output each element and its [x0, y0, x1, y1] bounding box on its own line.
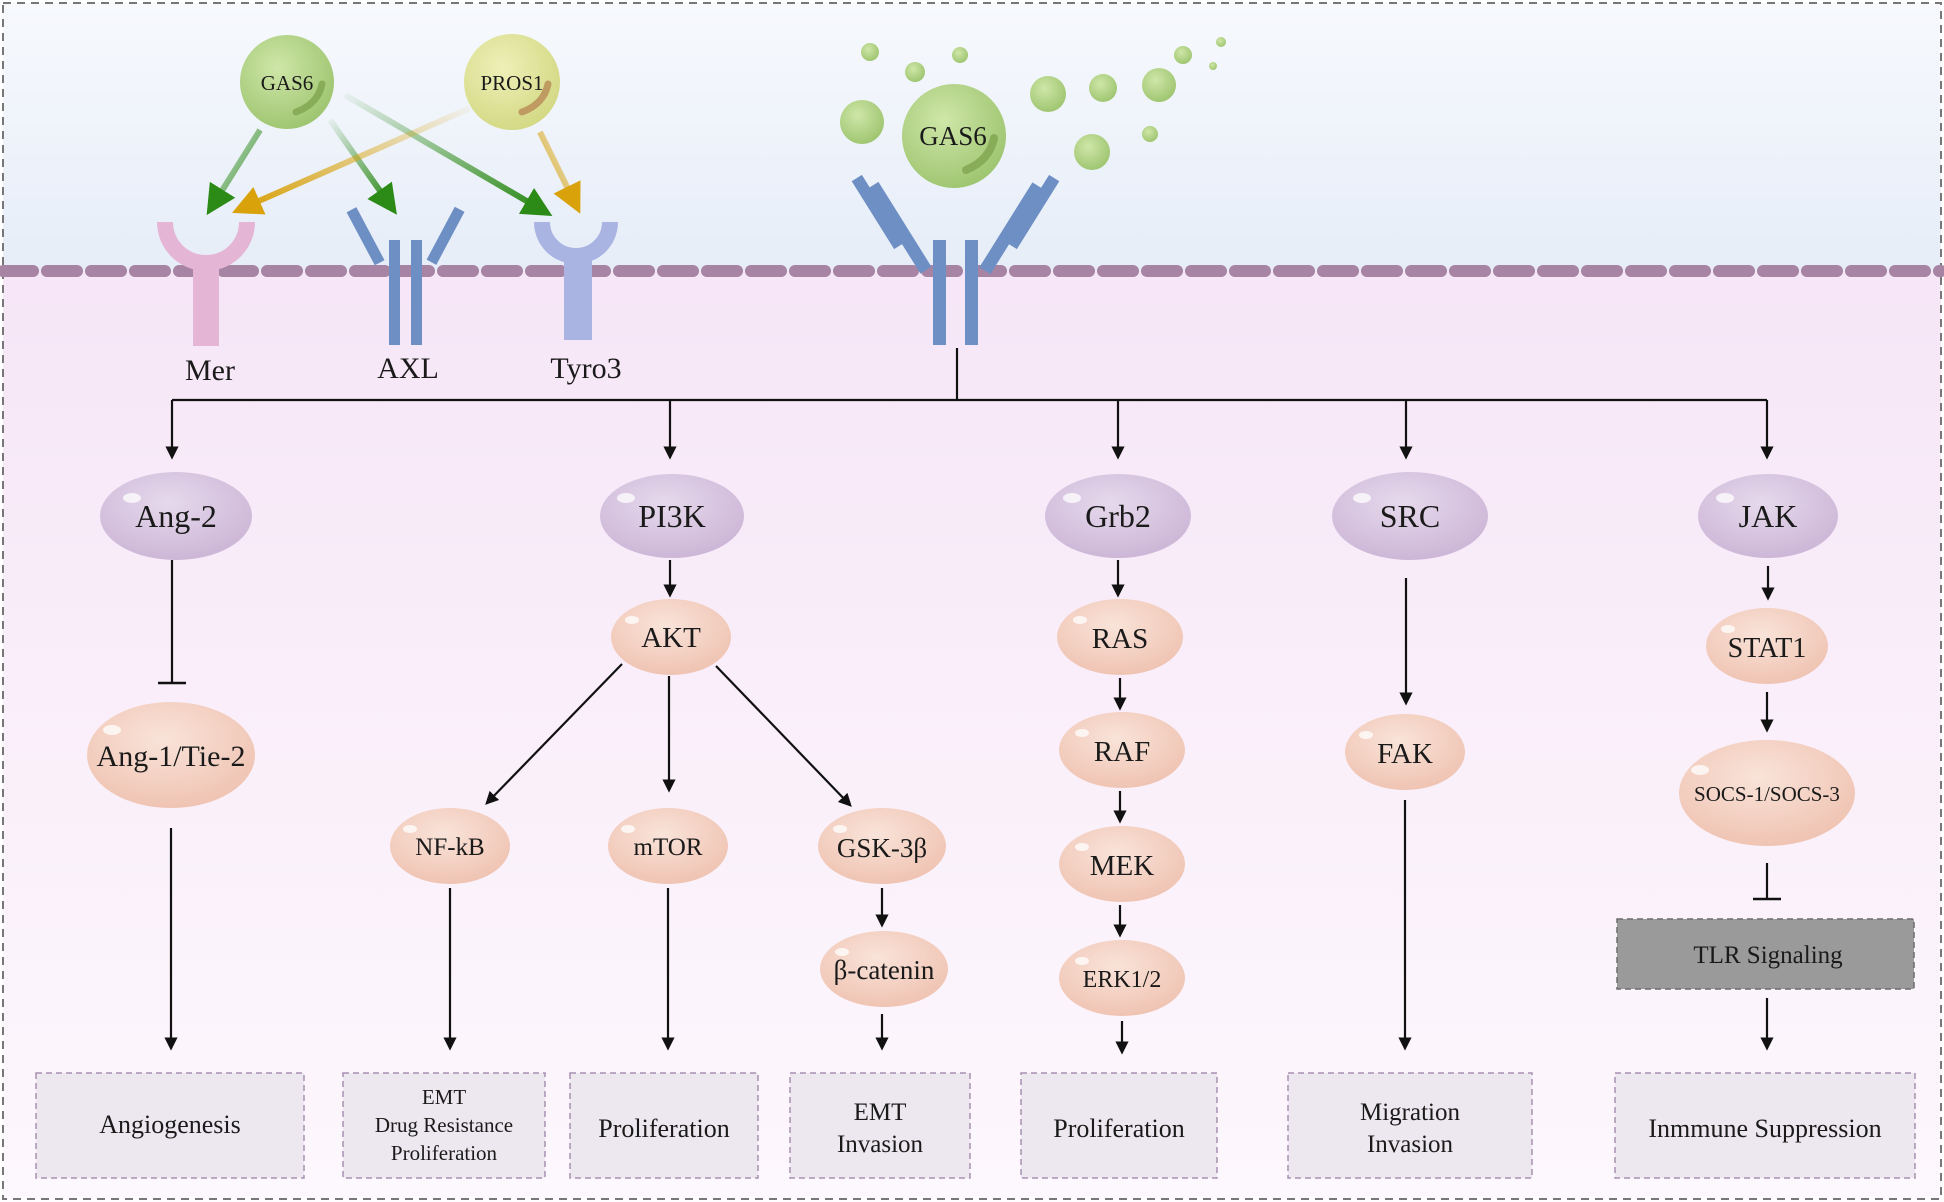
src-label: SRC: [1380, 498, 1440, 534]
akt-label: AKT: [641, 622, 701, 654]
axl-label: AXL: [377, 352, 439, 385]
grb2-outcome-label: Proliferation: [1053, 1114, 1184, 1143]
src-outcome-box: [1287, 1072, 1533, 1179]
pathway-connectors: [165, 348, 1774, 460]
pros1-ligand: PROS1: [464, 34, 560, 130]
ras-label: RAS: [1092, 623, 1148, 655]
tyro3-receptor: Tyro3: [534, 221, 622, 385]
gsk3b-label: GSK-3β: [837, 833, 927, 863]
mer-label: Mer: [185, 354, 235, 387]
ang2-label: Ang-2: [135, 498, 217, 534]
tyro3-label: Tyro3: [550, 352, 621, 385]
grb2-outcome-box: [1020, 1072, 1218, 1179]
pros1-label: PROS1: [480, 71, 543, 95]
raf-label: RAF: [1094, 736, 1150, 768]
src-outcome-line1: Migration: [1360, 1099, 1460, 1126]
jak-label: JAK: [1739, 498, 1798, 534]
grb2-label: Grb2: [1085, 498, 1151, 534]
nfkb-outcome-line3: Proliferation: [391, 1141, 498, 1165]
axl-receptor: AXL: [346, 206, 465, 385]
beta-catenin-label: β-catenin: [834, 955, 935, 985]
gas6-small-label: GAS6: [261, 71, 314, 95]
mtor-label: mTOR: [634, 834, 703, 861]
jak-pathway: JAK STAT1 SOCS-1/SOCS-3 TLR Signaling In…: [1614, 474, 1916, 1179]
nfkb-outcome-line2: Drug Resistance: [375, 1113, 513, 1137]
nfkb-label: NF-kB: [415, 834, 484, 861]
angiogenesis-label: Angiogenesis: [99, 1110, 241, 1139]
angiogenesis-box: [35, 1072, 305, 1179]
tlr-signaling-label: TLR Signaling: [1693, 942, 1843, 969]
nfkb-outcome-box: [342, 1072, 546, 1179]
jak-outcome-box: [1614, 1072, 1916, 1179]
stat1-label: STAT1: [1728, 633, 1807, 664]
pi3k-pathway: PI3K AKT NF-kB EMT Drug Resistance Proli…: [342, 474, 971, 1179]
src-outcome-line2: Invasion: [1367, 1131, 1454, 1158]
erk-label: ERK1/2: [1083, 967, 1162, 993]
src-pathway: SRC FAK Migration Invasion: [1287, 472, 1533, 1179]
node-highlights: [103, 493, 1735, 965]
fak-label: FAK: [1377, 738, 1433, 770]
tlr-signaling-box: [1616, 918, 1915, 990]
grb2-pathway: Grb2 RAS RAF MEK ERK1/2 Proliferation: [1020, 474, 1218, 1179]
mer-receptor: Mer: [157, 221, 255, 387]
gsk-outcome-line2: Invasion: [837, 1131, 924, 1158]
gsk-outcome-box: [789, 1072, 971, 1179]
mek-label: MEK: [1090, 850, 1155, 882]
jak-outcome-label: Inmmune Suppression: [1648, 1114, 1881, 1143]
ligand-binding-arrows: [206, 92, 581, 217]
gas6-big-label: GAS6: [919, 121, 987, 151]
pi3k-label: PI3K: [638, 498, 706, 534]
gas6-bubbles: [840, 37, 1226, 170]
socs-label: SOCS-1/SOCS-3: [1694, 782, 1840, 806]
mtor-outcome-box: [569, 1072, 759, 1179]
ang1-tie2-label: Ang-1/Tie-2: [97, 740, 246, 773]
gsk-outcome-line1: EMT: [854, 1099, 907, 1126]
mtor-outcome-label: Proliferation: [598, 1114, 729, 1143]
gas6-ligand-small: GAS6: [240, 35, 334, 129]
intracellular-background: [3, 271, 1941, 1199]
ang-pathway: Ang-2 Ang-1/Tie-2 Angiogenesis: [35, 472, 305, 1179]
gas6-bound-receptor: GAS6: [851, 84, 1060, 345]
nfkb-outcome-line1: EMT: [422, 1085, 467, 1109]
